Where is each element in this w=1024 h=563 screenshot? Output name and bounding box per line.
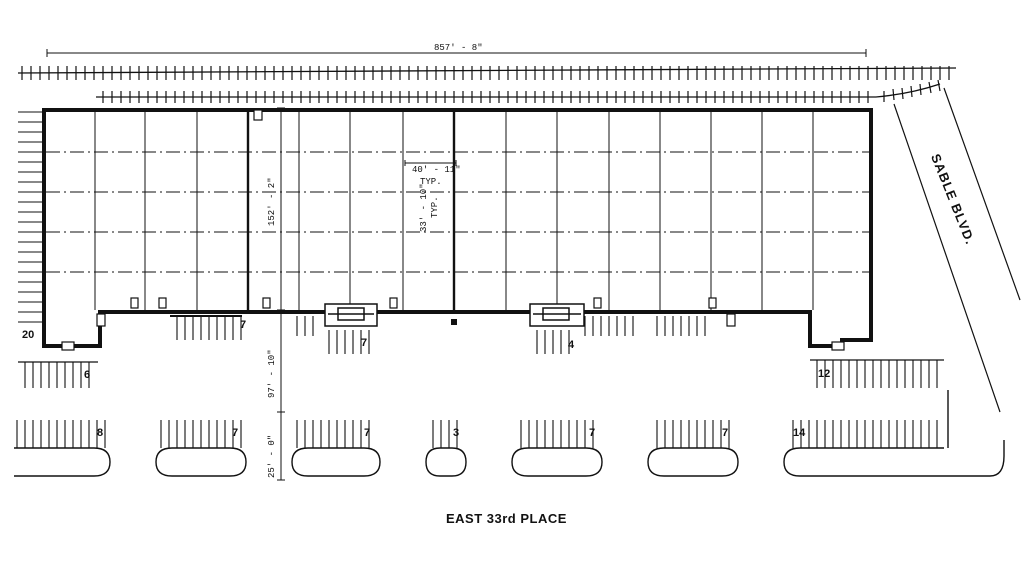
setback-label: 25' - 0" [267, 434, 277, 478]
bay-width-label: 40' - 11" [412, 165, 461, 175]
railroad-track-spur [96, 79, 941, 103]
column-marker [451, 319, 457, 325]
parking-count-island-7: 14 [793, 427, 806, 439]
overall-dimension-line [46, 49, 867, 57]
parking-count-corner-west: 20 [22, 329, 35, 341]
drive-depth-label: 97' - 10" [267, 349, 277, 398]
parking-islands [14, 390, 1005, 477]
column-grid-horizontal [46, 151, 869, 273]
bay-depth-label: 33' - 10" [419, 183, 429, 232]
overall-length-label: 857' - 8" [434, 43, 483, 53]
parking-count-island-1: 8 [97, 427, 104, 439]
bay-depth-note: TYP. [430, 196, 440, 218]
drive-dimension-line [277, 107, 285, 481]
parking-count-island-3: 7 [364, 427, 371, 439]
loading-dock-east [529, 303, 585, 327]
column-grid-vertical [94, 112, 814, 310]
parking-count-row2-east: 12 [818, 368, 831, 380]
loading-dock-west [324, 303, 378, 327]
bay-dimension-bracket [404, 160, 457, 166]
bay-width-note: TYP. [420, 177, 442, 187]
building-depth-label: 152' - 2" [267, 177, 277, 226]
west-stall-lines [18, 110, 45, 330]
parking-count-dock-1: 7 [240, 319, 247, 331]
parking-count-island-4: 3 [453, 427, 460, 439]
parking-count-row2-west: 6 [84, 369, 91, 381]
dock-doors [130, 109, 717, 309]
parking-count-island-2: 7 [232, 427, 239, 439]
demising-walls [246, 112, 456, 312]
parking-count-dock-3: 4 [568, 339, 575, 351]
building-outline [42, 108, 873, 348]
street-name-east-33rd-place: EAST 33rd PLACE [446, 511, 567, 526]
entry-stairs [61, 313, 845, 351]
sable-blvd-roadway [893, 87, 1021, 413]
parking-row-east [810, 359, 944, 388]
parking-row-west [18, 361, 98, 388]
dock-parking-stalls [170, 315, 710, 354]
railroad-track-north [17, 66, 957, 80]
parking-count-dock-2: 7 [361, 337, 368, 349]
parking-count-island-5: 7 [589, 427, 596, 439]
parking-count-island-6: 7 [722, 427, 729, 439]
